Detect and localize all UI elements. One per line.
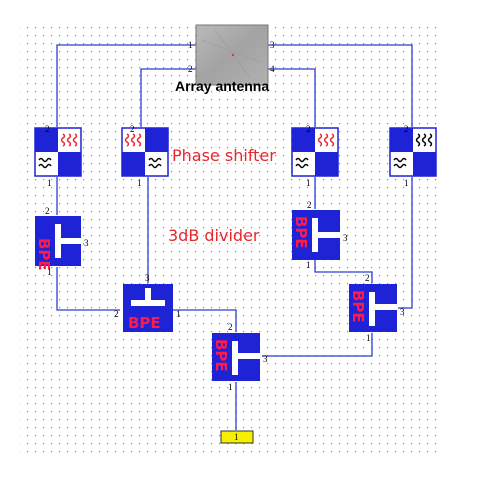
wire-ps4-divD bbox=[398, 177, 413, 309]
ps1-pin-top: 2 bbox=[45, 124, 50, 134]
divC-pin-top: 3 bbox=[145, 273, 150, 283]
divB-pin-top: 2 bbox=[307, 200, 312, 210]
wires bbox=[56, 44, 413, 430]
divB-pin-right: 3 bbox=[343, 233, 348, 243]
phase-shifter-label: Phase shifter bbox=[172, 146, 276, 165]
divC-pin-right: 1 bbox=[176, 309, 181, 319]
divider-d[interactable]: BPE bbox=[349, 284, 397, 332]
wire-ant3-ps4 bbox=[268, 44, 413, 127]
divider-c-bpe-text: BPE bbox=[128, 314, 161, 332]
ps2-pin-bottom: 1 bbox=[137, 178, 142, 188]
ps4-pin-top: 2 bbox=[404, 124, 409, 134]
grid-background bbox=[20, 22, 440, 454]
divider-e[interactable]: BPE bbox=[212, 333, 260, 381]
divider-e-bpe-text: BPE bbox=[212, 339, 230, 372]
divE-pin-right: 3 bbox=[263, 354, 268, 364]
wire-ant2-ps2 bbox=[140, 68, 196, 127]
divA-pin-right: 3 bbox=[84, 238, 89, 248]
divC-pin-left: 2 bbox=[114, 309, 119, 319]
divider-label: 3dB divider bbox=[168, 226, 260, 245]
wire-divD-divE bbox=[262, 333, 373, 357]
antenna-pin-2: 2 bbox=[188, 64, 193, 74]
divA-pin-bottom: 1 bbox=[47, 267, 52, 277]
ps3-pin-top: 2 bbox=[306, 124, 311, 134]
ps4-pin-bottom: 1 bbox=[404, 178, 409, 188]
divE-pin-bottom: 1 bbox=[228, 382, 233, 392]
phase-shifter-1[interactable] bbox=[34, 127, 82, 177]
phase-shifter-3[interactable] bbox=[291, 127, 339, 177]
divider-d-bpe-text: BPE bbox=[349, 290, 367, 323]
divB-pin-bottom: 1 bbox=[306, 260, 311, 270]
wire-ant1-ps1 bbox=[56, 44, 196, 127]
array-antenna[interactable] bbox=[195, 24, 269, 86]
output-port-label: 1 bbox=[234, 432, 239, 442]
antenna-pin-3: 3 bbox=[270, 40, 275, 50]
wire-ant4-ps3 bbox=[268, 68, 316, 127]
divA-pin-top: 2 bbox=[45, 206, 50, 216]
divider-a[interactable]: BPE bbox=[35, 216, 81, 271]
phase-shifter-4[interactable] bbox=[389, 127, 437, 177]
wire-divC-divE bbox=[173, 309, 237, 332]
ps1-pin-bottom: 1 bbox=[47, 178, 52, 188]
divE-pin-top: 2 bbox=[228, 322, 233, 332]
wire-divB-divD bbox=[314, 259, 373, 283]
antenna-label: Array antenna bbox=[175, 78, 269, 94]
divider-c[interactable]: BPE bbox=[123, 284, 173, 332]
divider-a-bpe-text: BPE bbox=[35, 238, 53, 271]
divider-b[interactable]: BPE bbox=[292, 210, 340, 260]
divD-pin-right: 3 bbox=[400, 307, 405, 317]
divD-pin-bottom: 1 bbox=[366, 333, 371, 343]
output-port[interactable]: 1 bbox=[220, 430, 254, 444]
antenna-pin-4: 4 bbox=[270, 64, 275, 74]
ps2-pin-top: 2 bbox=[130, 124, 135, 134]
wire-divA-divC bbox=[56, 267, 120, 311]
antenna-pin-1: 1 bbox=[188, 40, 193, 50]
ps3-pin-bottom: 1 bbox=[306, 178, 311, 188]
divider-b-bpe-text: BPE bbox=[292, 216, 310, 249]
phase-shifter-2[interactable] bbox=[121, 127, 169, 177]
divD-pin-top: 2 bbox=[365, 273, 370, 283]
